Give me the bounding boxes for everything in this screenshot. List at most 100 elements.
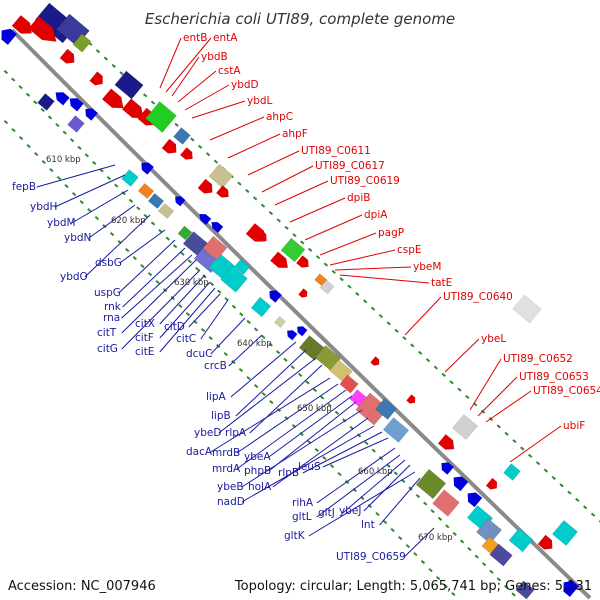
- feature-block[interactable]: [274, 316, 286, 328]
- gene-label-gltl[interactable]: gltL: [292, 511, 312, 523]
- gene-label-ybdd[interactable]: ybdD: [231, 79, 259, 91]
- gene-label-citt[interactable]: citT: [97, 327, 117, 339]
- feature-block[interactable]: [485, 477, 500, 492]
- gene-label-uti89-c0640[interactable]: UTI89_C0640: [443, 291, 513, 303]
- gene-label-uti89-c0654[interactable]: UTI89_C0654: [533, 385, 600, 397]
- gene-label-rna[interactable]: rna: [103, 312, 120, 324]
- feature-block[interactable]: [28, 16, 61, 48]
- gene-label-ybdl[interactable]: ybdL: [247, 95, 273, 107]
- feature-block[interactable]: [270, 251, 292, 273]
- feature-block[interactable]: [503, 463, 521, 481]
- feature-block[interactable]: [537, 534, 556, 553]
- feature-block[interactable]: [157, 202, 175, 220]
- gene-label-ybel[interactable]: ybeL: [481, 333, 506, 345]
- feature-block[interactable]: [161, 138, 180, 157]
- feature-block[interactable]: [122, 98, 148, 124]
- gene-label-uti89-c0659[interactable]: UTI89_C0659: [336, 551, 406, 563]
- feature-block[interactable]: [233, 258, 251, 276]
- feature-block[interactable]: [216, 185, 232, 200]
- feature-block[interactable]: [89, 71, 107, 89]
- gene-label-pagp[interactable]: pagP: [378, 227, 404, 239]
- gene-label-leus[interactable]: leuS: [298, 461, 321, 473]
- feature-block[interactable]: [208, 163, 234, 189]
- feature-block[interactable]: [173, 127, 191, 145]
- feature-block[interactable]: [559, 577, 579, 597]
- gene-label-rlpa[interactable]: rlpA: [225, 427, 247, 439]
- feature-block[interactable]: [438, 434, 458, 453]
- gene-label-citg[interactable]: citG: [97, 343, 118, 355]
- feature-block[interactable]: [280, 237, 306, 263]
- gene-label-ahpf[interactable]: ahpF: [282, 128, 308, 140]
- gene-label-citc[interactable]: citC: [176, 333, 196, 345]
- gene-label-rlpb[interactable]: rlpB: [278, 467, 299, 479]
- feature-block[interactable]: [72, 33, 92, 53]
- feature-block[interactable]: [438, 459, 454, 475]
- feature-block[interactable]: [295, 324, 308, 337]
- gene-label-ybdo[interactable]: ybdO: [60, 271, 88, 283]
- gene-label-mrda[interactable]: mrdA: [212, 463, 241, 475]
- gene-label-ubif[interactable]: ubiF: [563, 420, 585, 432]
- feature-block[interactable]: [0, 25, 17, 45]
- feature-block[interactable]: [382, 417, 410, 443]
- gene-label-ybdn[interactable]: ybdN: [64, 232, 91, 244]
- gene-label-lipa[interactable]: lipA: [206, 391, 226, 403]
- feature-block[interactable]: [11, 15, 36, 39]
- feature-block[interactable]: [375, 398, 397, 420]
- feature-block[interactable]: [114, 70, 144, 100]
- feature-block[interactable]: [197, 211, 212, 225]
- feature-block[interactable]: [197, 178, 216, 197]
- gene-label-uti89-c0652[interactable]: UTI89_C0652: [503, 353, 573, 365]
- gene-label-citx[interactable]: citX: [135, 318, 155, 330]
- feature-block[interactable]: [508, 527, 534, 553]
- gene-label-ahpc[interactable]: ahpC: [266, 111, 293, 123]
- feature-block[interactable]: [250, 296, 272, 318]
- feature-block[interactable]: [285, 328, 298, 341]
- gene-label-ybdm[interactable]: ybdM: [47, 217, 76, 229]
- gene-label-dcuc[interactable]: dcuC: [186, 348, 212, 360]
- gene-label-hola[interactable]: holA: [248, 481, 272, 493]
- gene-label-ybeb[interactable]: ybeB: [217, 481, 244, 493]
- feature-block[interactable]: [138, 159, 154, 175]
- feature-block[interactable]: [37, 93, 55, 111]
- gene-label-uti89-c0611[interactable]: UTI89_C0611: [301, 145, 371, 157]
- gene-label-tate[interactable]: tatE: [431, 277, 452, 289]
- gene-label-uti89-c0619[interactable]: UTI89_C0619: [330, 175, 400, 187]
- gene-label-dsbg[interactable]: dsbG: [95, 257, 122, 269]
- feature-block[interactable]: [489, 543, 513, 567]
- gene-label-ybed[interactable]: ybeD: [194, 427, 221, 439]
- gene-label-gltj[interactable]: gltJ: [318, 507, 335, 519]
- feature-block[interactable]: [451, 413, 479, 441]
- gene-label-uspg[interactable]: uspG: [94, 287, 121, 299]
- feature-block[interactable]: [432, 489, 460, 517]
- gene-label-mrdb[interactable]: mrdB: [212, 447, 240, 459]
- gene-label-uti89-c0617[interactable]: UTI89_C0617: [315, 160, 385, 172]
- feature-block[interactable]: [415, 468, 447, 500]
- gene-label-riha[interactable]: rihA: [292, 497, 314, 509]
- feature-block[interactable]: [177, 225, 193, 241]
- feature-block[interactable]: [515, 580, 535, 600]
- feature-block[interactable]: [475, 517, 503, 545]
- gene-label-ybdb[interactable]: ybdB: [201, 51, 228, 63]
- gene-label-csta[interactable]: cstA: [218, 65, 241, 77]
- feature-block[interactable]: [145, 101, 177, 133]
- feature-block[interactable]: [180, 147, 196, 162]
- feature-block[interactable]: [59, 48, 78, 67]
- feature-block[interactable]: [173, 194, 186, 207]
- gene-label-uti89-c0653[interactable]: UTI89_C0653: [519, 371, 589, 383]
- gene-label-daca[interactable]: dacA: [186, 446, 213, 458]
- gene-label-fepb[interactable]: fepB: [12, 181, 36, 193]
- feature-block[interactable]: [464, 489, 483, 508]
- feature-block[interactable]: [66, 95, 84, 112]
- gene-label-lipb[interactable]: lipB: [211, 410, 231, 422]
- gene-label-phpb[interactable]: phpB: [244, 465, 271, 477]
- feature-block[interactable]: [147, 192, 165, 210]
- feature-block[interactable]: [121, 169, 139, 187]
- feature-block[interactable]: [102, 88, 128, 114]
- feature-block[interactable]: [512, 294, 542, 324]
- gene-label-ybdh[interactable]: ybdH: [30, 201, 57, 213]
- feature-block[interactable]: [296, 255, 312, 270]
- feature-block[interactable]: [202, 235, 228, 261]
- feature-block[interactable]: [266, 287, 282, 303]
- gene-label-entb[interactable]: entB: [183, 32, 207, 44]
- feature-block[interactable]: [298, 288, 309, 299]
